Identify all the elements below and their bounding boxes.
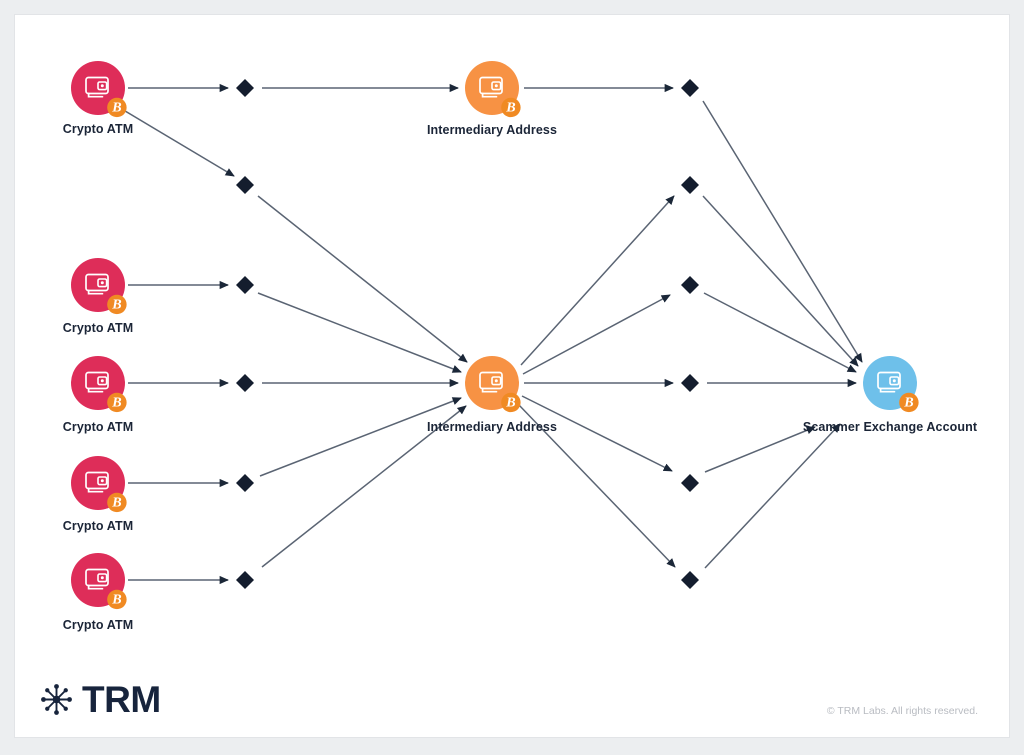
- crypto-atm-node[interactable]: B: [71, 553, 127, 610]
- flow-edge: [522, 294, 671, 375]
- flow-edge: [702, 100, 863, 363]
- node-label: Intermediary Address: [426, 123, 558, 137]
- bitcoin-badge-icon: [107, 589, 127, 610]
- flow-edge: [704, 423, 841, 569]
- svg-text:B: B: [111, 591, 121, 607]
- transaction-node[interactable]: [681, 571, 699, 589]
- flow-edge: [703, 292, 857, 373]
- transaction-node[interactable]: [681, 374, 699, 392]
- transaction-node[interactable]: [236, 474, 254, 492]
- trm-wordmark: TRM: [82, 679, 161, 720]
- node-label: Crypto ATM: [62, 519, 134, 533]
- crypto-atm-node[interactable]: B: [71, 258, 127, 315]
- svg-text:B: B: [111, 296, 121, 312]
- flow-edge: [521, 395, 673, 472]
- flow-edge: [702, 195, 859, 367]
- transaction-node[interactable]: [681, 79, 699, 97]
- wallet-bitcoin-icon: [85, 471, 109, 493]
- wallet-bitcoin-icon: [877, 371, 901, 393]
- flow-edge: [119, 107, 235, 177]
- bitcoin-badge-icon: [107, 97, 127, 118]
- flow-edge: [257, 195, 468, 363]
- crypto-atm-node[interactable]: B: [71, 61, 127, 118]
- scammer-exchange-account-node[interactable]: B: [863, 356, 919, 413]
- crypto-atm-node[interactable]: B: [71, 456, 127, 513]
- wallet-bitcoin-icon: [479, 371, 503, 393]
- transaction-node[interactable]: [236, 571, 254, 589]
- flow-edge: [259, 397, 462, 477]
- intermediary-address-node[interactable]: B: [465, 356, 521, 413]
- transaction-node[interactable]: [236, 79, 254, 97]
- copyright-text: © TRM Labs. All rights reserved.: [826, 705, 978, 717]
- node-label: Crypto ATM: [62, 122, 134, 136]
- transaction-node[interactable]: [681, 276, 699, 294]
- bitcoin-badge-icon: [107, 492, 127, 513]
- intermediary-address-node[interactable]: B: [465, 61, 521, 118]
- transaction-node[interactable]: [236, 176, 254, 194]
- svg-text:B: B: [111, 394, 121, 410]
- wallet-bitcoin-icon: [85, 76, 109, 98]
- flow-edge: [517, 403, 676, 568]
- flow-edge: [704, 426, 816, 473]
- bitcoin-badge-icon: [107, 294, 127, 315]
- flow-edge: [520, 195, 675, 366]
- svg-text:B: B: [111, 494, 121, 510]
- crypto-atm-node[interactable]: B: [71, 356, 127, 413]
- bitcoin-badge-icon: [899, 392, 919, 413]
- node-label: Crypto ATM: [62, 321, 134, 335]
- wallet-bitcoin-icon: [479, 76, 503, 98]
- trm-starburst-icon: [41, 684, 72, 715]
- transaction-node[interactable]: [236, 374, 254, 392]
- bitcoin-badge-icon: [501, 97, 521, 118]
- transaction-node[interactable]: [236, 276, 254, 294]
- wallet-bitcoin-icon: [85, 273, 109, 295]
- node-label: Intermediary Address: [426, 420, 558, 434]
- transaction-node[interactable]: [681, 474, 699, 492]
- svg-text:B: B: [505, 99, 515, 115]
- svg-text:B: B: [903, 394, 913, 410]
- wallet-bitcoin-icon: [85, 568, 109, 590]
- node-label: Crypto ATM: [62, 420, 134, 434]
- bitcoin-badge-icon: [107, 392, 127, 413]
- transaction-node[interactable]: [681, 176, 699, 194]
- svg-text:B: B: [111, 99, 121, 115]
- wallet-bitcoin-icon: [85, 371, 109, 393]
- node-label: Crypto ATM: [62, 618, 134, 632]
- flow-edge: [257, 292, 462, 373]
- trm-logo: TRM: [40, 681, 161, 718]
- svg-text:B: B: [505, 394, 515, 410]
- bitcoin-badge-icon: [501, 392, 521, 413]
- flow-edge: [261, 405, 467, 568]
- edges-layer: [119, 83, 863, 585]
- nodes-layer: B B B B B B B B: [71, 61, 919, 610]
- node-label: Scammer Exchange Account: [802, 420, 978, 434]
